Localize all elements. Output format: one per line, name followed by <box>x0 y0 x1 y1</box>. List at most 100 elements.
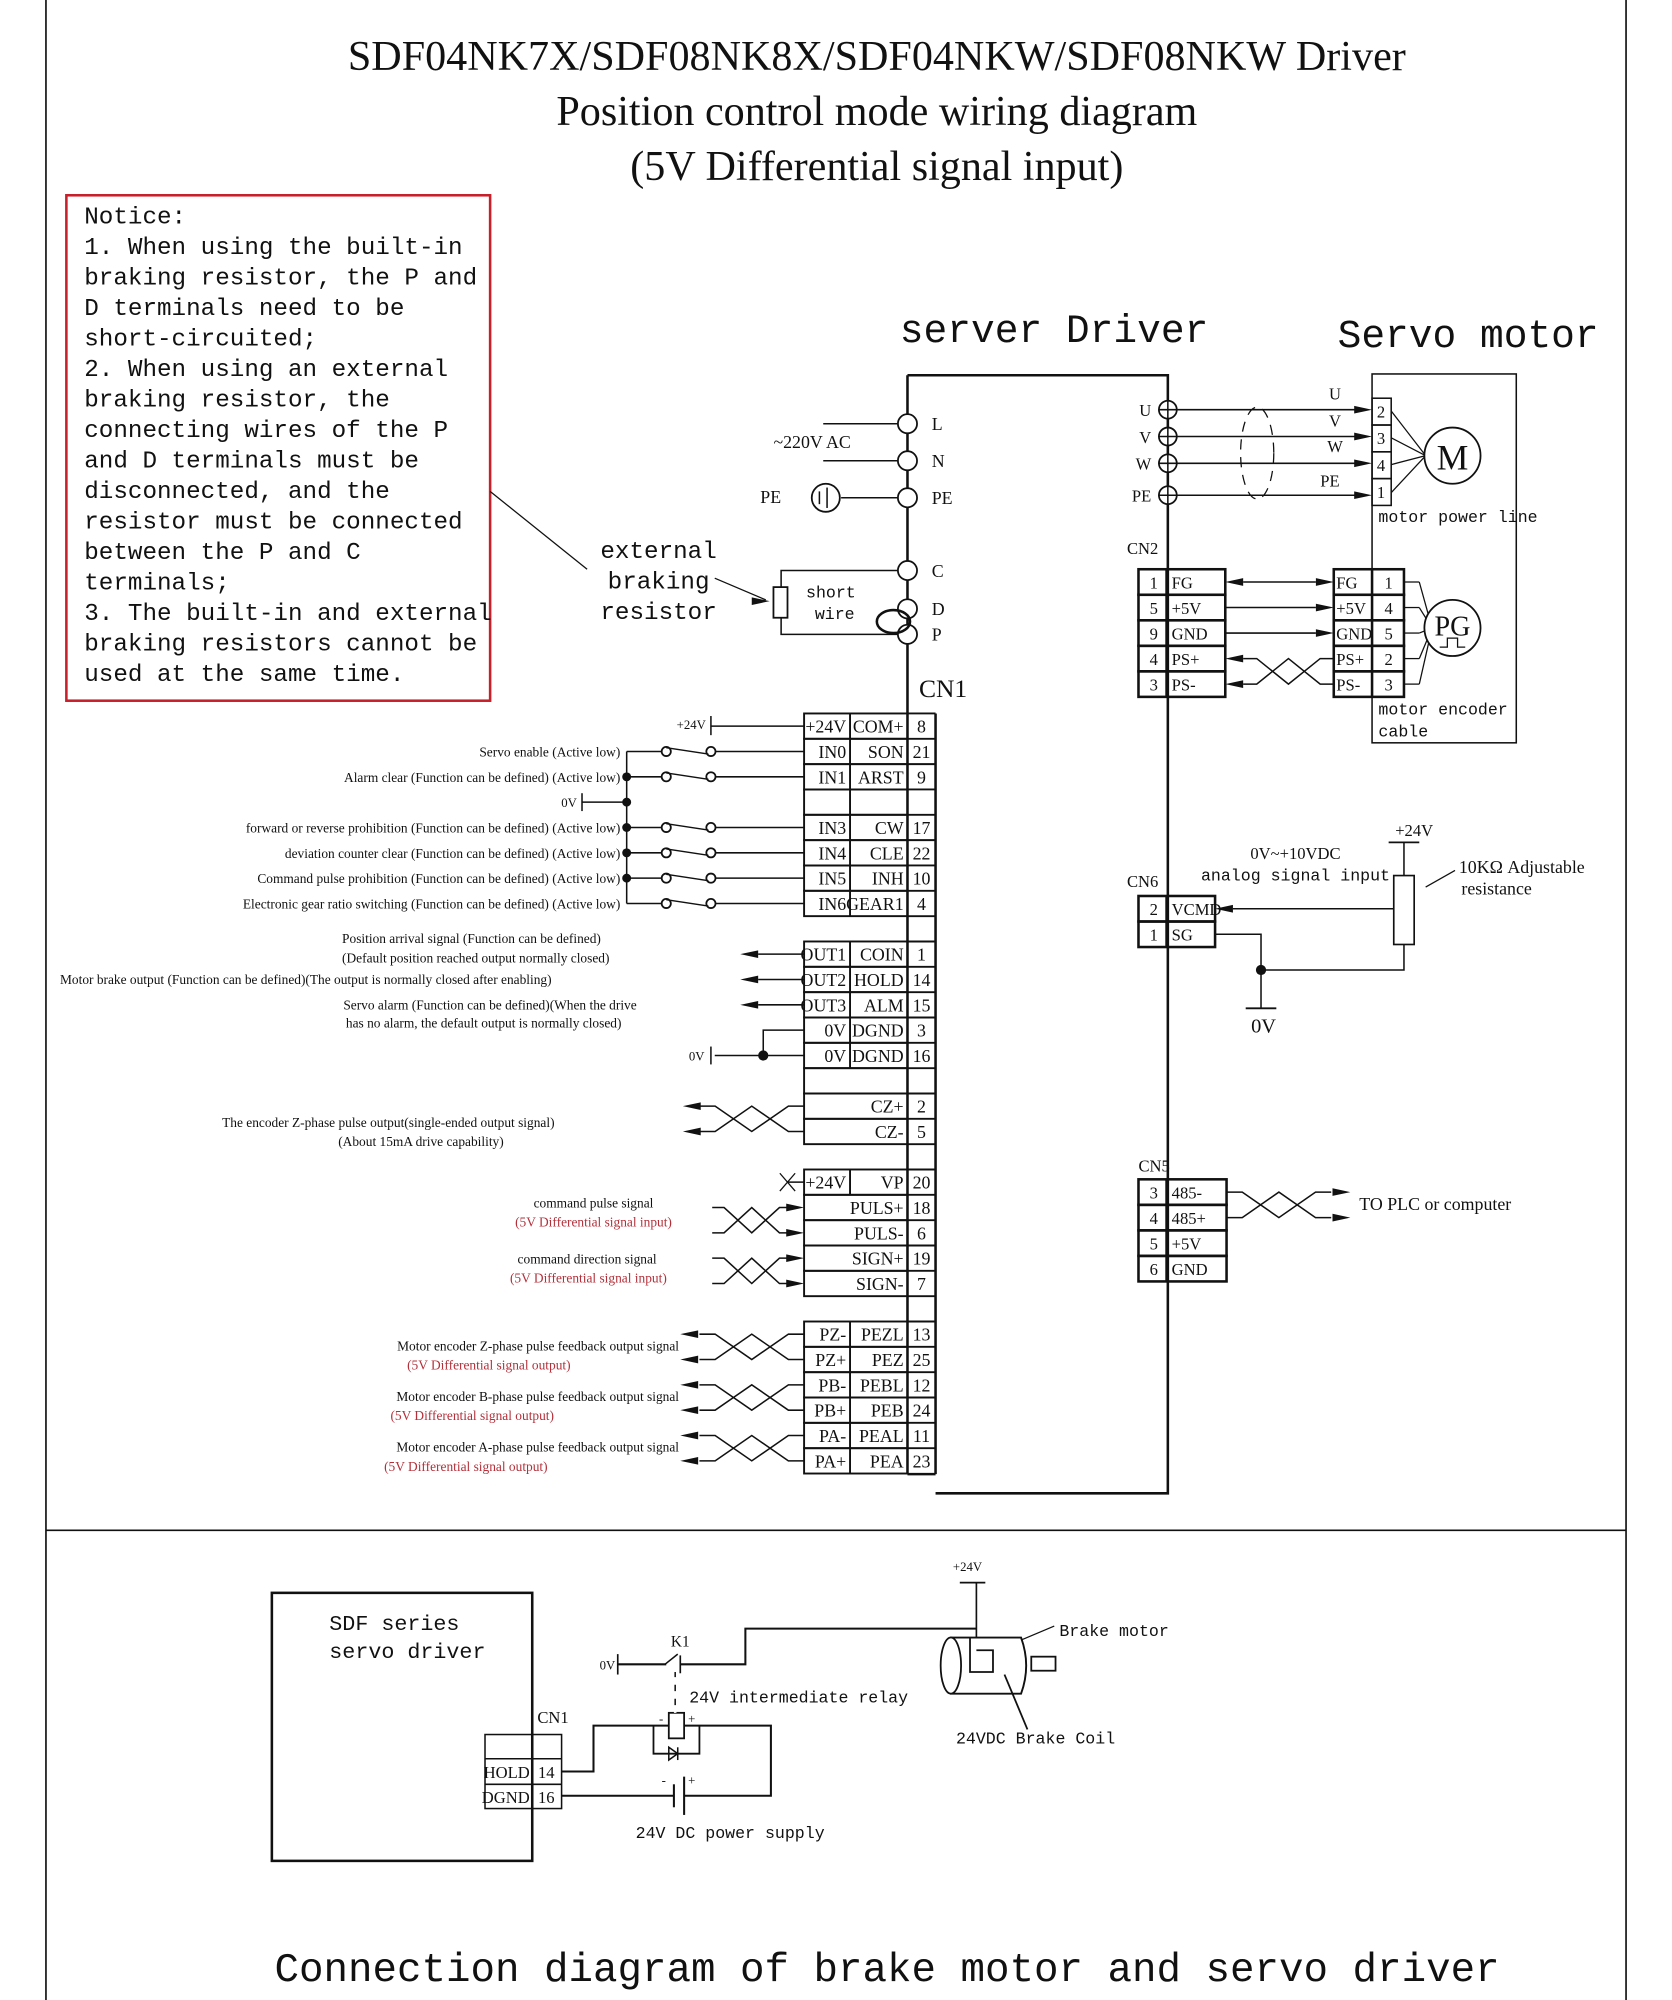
cn1-signal-left: IN0 <box>818 742 846 762</box>
cn1-cell <box>803 1067 909 1095</box>
notice-line: braking resistor, the P and <box>84 265 477 292</box>
notice-line: disconnected, and the <box>84 479 390 506</box>
brake-coil-label: 24VDC Brake Coil <box>956 1729 1115 1748</box>
cn1-signal-left: 0V <box>824 1021 846 1041</box>
cn1-signal-left: OUT2 <box>801 970 847 990</box>
switch-contact <box>660 821 672 833</box>
cn1-signal-name: CZ+ <box>871 1097 904 1117</box>
cn2-pin: 4 <box>1150 650 1159 669</box>
coil-minus: - <box>659 1712 663 1726</box>
cn1-pin-number: 23 <box>913 1451 931 1471</box>
k1-label: K1 <box>671 1633 690 1650</box>
plc-target-label: TO PLC or computer <box>1359 1194 1511 1214</box>
cn1-signal-name: COIN <box>860 945 904 965</box>
encoder-pin: 5 <box>1384 624 1392 643</box>
cn5-signal: +5V <box>1172 1235 1202 1254</box>
input-signal-label: Alarm clear (Function can be defined) (A… <box>344 770 620 785</box>
cn5-signal: GND <box>1172 1260 1208 1279</box>
cn1-label: CN1 <box>919 674 967 703</box>
power-terminal-PE <box>897 487 918 509</box>
junction-dot <box>622 873 632 883</box>
notice-line: connecting wires of the P <box>84 418 448 445</box>
cn1-pin-number: 22 <box>913 843 931 863</box>
notice-line: 1. When using the built-in <box>84 235 462 262</box>
encoder-feedback-label: Motor encoder A-phase pulse feedback out… <box>396 1440 679 1455</box>
encoder-signal: PS+ <box>1336 650 1364 669</box>
brake-cn1-signal: DGND <box>482 1788 530 1807</box>
cn1-signal-name: GEAR1 <box>846 894 904 914</box>
cn2-signal: FG <box>1172 573 1193 592</box>
notice-box <box>65 194 492 702</box>
cn5-cell <box>1137 1254 1228 1283</box>
cn5-pin: 5 <box>1150 1235 1158 1254</box>
power-terminal-N <box>897 450 918 472</box>
cn1-signal-left: 0V <box>824 1046 846 1066</box>
relay-coil-icon <box>667 1711 686 1740</box>
power-supply-label: 24V DC power supply <box>636 1824 825 1843</box>
arrow-icon <box>1315 629 1334 637</box>
switch-icon <box>666 822 709 831</box>
junction-dot <box>622 772 632 782</box>
title-line-3: (5V Differential signal input) <box>630 143 1123 190</box>
motor-lead <box>1390 410 1427 457</box>
cn1-pin-number: 2 <box>917 1097 926 1117</box>
junction-dot <box>622 797 632 807</box>
brake-cn1-label: CN1 <box>537 1708 568 1727</box>
cn1-signal-name: SIGN- <box>856 1274 904 1294</box>
twisted-pair <box>699 1333 805 1361</box>
arrow-icon <box>786 1203 805 1212</box>
resistor-wire <box>780 569 898 588</box>
servo-driver-label: SDF series <box>329 1612 459 1637</box>
motor-lead <box>1391 455 1426 466</box>
arrow-icon <box>786 1229 805 1237</box>
arrow-icon <box>680 1431 699 1440</box>
cn1-signal-left: PZ+ <box>815 1350 846 1370</box>
cn1-signal-left: IN4 <box>818 843 846 863</box>
coil-plus: + <box>688 1712 695 1726</box>
arrow-icon <box>682 1127 701 1136</box>
cn1-signal-name: PEAL <box>859 1426 904 1446</box>
twisted-pair <box>699 1384 805 1412</box>
brake-motor-label: Brake motor <box>1059 1622 1168 1641</box>
input-signal-label: forward or reverse prohibition (Function… <box>246 821 620 836</box>
command-direction-note: (5V Differential signal input) <box>510 1271 667 1286</box>
analog-range-label: 0V~+10VDC <box>1250 844 1340 863</box>
cn6-pin: 1 <box>1150 926 1158 945</box>
cn5-signal: 485+ <box>1172 1209 1206 1228</box>
junction-dot <box>622 823 632 832</box>
twisted-pair <box>1226 1191 1332 1219</box>
power-terminal-label: L <box>932 414 943 434</box>
encoder-pin: 4 <box>1384 599 1393 618</box>
cable-wire-label: V <box>1329 411 1341 430</box>
arrow-icon <box>680 1355 699 1364</box>
cn1-signal-left: PA+ <box>815 1451 846 1471</box>
short-wire-label: wire <box>815 605 855 624</box>
cn1-signal-name: PEB <box>871 1401 904 1421</box>
power-terminal-label: N <box>932 451 945 471</box>
cn1-pin-number: 19 <box>913 1249 931 1269</box>
cn2-signal: PS+ <box>1172 650 1200 669</box>
notice-line: 3. The built-in and external <box>84 601 491 628</box>
cz-label: (About 15mA drive capability) <box>338 1134 504 1149</box>
short-wire-label: short <box>806 583 856 602</box>
switch-contact <box>660 745 672 757</box>
cn1-pin-number: 10 <box>913 869 931 889</box>
brake-cn1-table <box>484 1733 563 1810</box>
cn1-signal-left: OUT3 <box>801 995 847 1015</box>
twisted-pair <box>699 1434 805 1462</box>
motor-pin-number: 3 <box>1377 429 1385 448</box>
cn2-pin: 1 <box>1150 573 1158 592</box>
relay-label: 24V intermediate relay <box>689 1689 908 1708</box>
encoder-cable-label: cable <box>1378 722 1428 741</box>
arrow-icon <box>1354 491 1373 500</box>
servo-motor-box <box>1371 373 1518 744</box>
cn1-signal-left: OUT1 <box>801 945 847 965</box>
notice-leader-line <box>489 490 588 570</box>
encoder-feedback-note: (5V Differential signal output) <box>390 1408 554 1423</box>
arrow-icon <box>740 950 759 958</box>
pot-label: 10KΩ Adjustable <box>1459 857 1585 877</box>
server-driver-heading: server Driver <box>900 309 1209 354</box>
ground-symbol-icon <box>810 482 841 513</box>
